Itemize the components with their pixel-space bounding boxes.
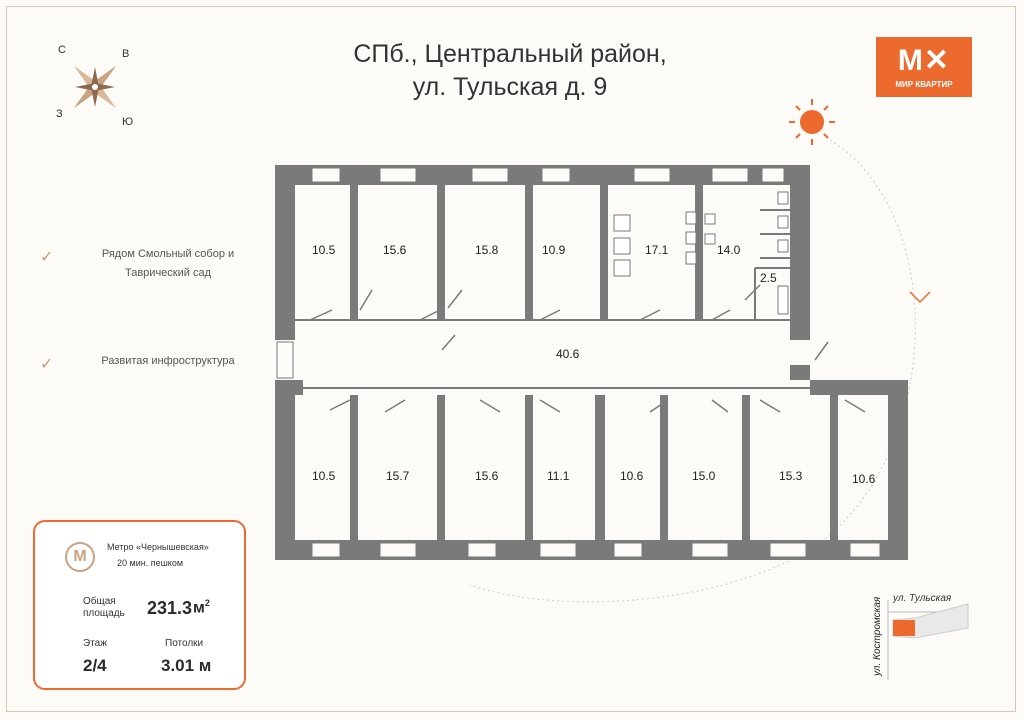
room-area-label: 2.5 [760, 271, 777, 285]
floor-label: Этаж [83, 638, 107, 649]
moon-icon [461, 574, 480, 598]
sun-direction-arrow [909, 291, 931, 304]
page-title: СПб., Центральный район, ул. Тульская д.… [300, 38, 720, 104]
area-value: 231.3 [147, 598, 193, 618]
room-area-label: 10.6 [852, 472, 876, 486]
room-area-label: 14.0 [717, 243, 741, 257]
location-map [887, 600, 969, 680]
compass-north: С [58, 44, 66, 56]
room-area-label: 10.5 [312, 469, 336, 483]
page-frame [6, 6, 1016, 712]
sun-path [469, 139, 916, 603]
room-area-label: 15.3 [779, 469, 803, 483]
feature-line: Таврический сад [125, 267, 211, 279]
room-area-label: 10.9 [542, 243, 566, 257]
compass-rose-icon [73, 65, 117, 109]
room-area-label: 15.6 [383, 243, 407, 257]
walls [275, 165, 908, 560]
room-area-label: 11.1 [547, 469, 570, 483]
metro-walk-time: 20 мин. пешком [117, 558, 184, 568]
corridor-walls [295, 319, 888, 389]
street-side-label: ул. Костромская [872, 596, 883, 677]
title-line-1: СПб., Центральный район, [353, 40, 667, 68]
logo-mark: M✕ [897, 44, 951, 77]
room-area-label: 15.8 [475, 243, 499, 257]
ceiling-value: 3.01 м [161, 656, 212, 675]
street-main-label: ул. Тульская [893, 593, 952, 604]
toilet-icon [685, 191, 789, 315]
metro-icon: M [65, 542, 95, 572]
room-area-label: 15.6 [475, 469, 499, 483]
metro-name: Метро «Чернышевская» [107, 542, 209, 552]
room-area-label: 10.5 [312, 243, 336, 257]
check-icon: ✓ [40, 249, 54, 266]
doors [309, 284, 866, 413]
windows [276, 167, 881, 558]
title-line-2: ул. Тульская д. 9 [412, 73, 608, 101]
room-area-label: 15.7 [386, 469, 410, 483]
floor-value: 2/4 [83, 656, 107, 675]
building-marker [893, 620, 915, 636]
feature-line: Развитая инфроструктура [101, 355, 235, 367]
info-card: M Метро «Чернышевская» 20 мин. пешком Об… [33, 520, 246, 690]
brand-logo: M✕ МИР КВАРТИР [876, 37, 972, 97]
room-area-label: 15.0 [692, 469, 716, 483]
ceiling-label: Потолки [165, 638, 204, 649]
compass-south: Ю [122, 116, 134, 128]
room-area-label: 17.1 [645, 243, 669, 257]
bathroom-partitions [754, 209, 790, 320]
compass-west: З [56, 108, 63, 120]
sun-icon [789, 99, 835, 145]
corridor-area-label: 40.6 [556, 347, 580, 361]
area-label: Общая площадь [83, 596, 125, 619]
area-unit: м2 [193, 598, 210, 617]
room-area-label: 10.6 [620, 469, 644, 483]
compass-east: В [122, 48, 130, 60]
logo-text: МИР КВАРТИР [895, 80, 953, 89]
check-icon: ✓ [40, 356, 54, 373]
stove-icon [613, 214, 631, 277]
feature-line: Рядом Смольный собор и [101, 248, 235, 260]
